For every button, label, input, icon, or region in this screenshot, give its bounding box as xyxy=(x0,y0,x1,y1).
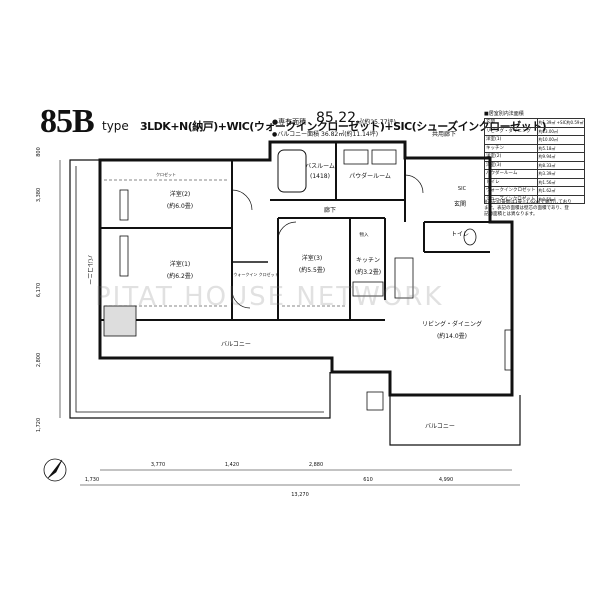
room-name-wic: ウォークイン クロゼット xyxy=(233,271,278,277)
door-swing xyxy=(277,221,297,241)
room-name-powder: パウダールーム xyxy=(349,172,391,180)
balcony-label-left: バルコニー xyxy=(86,255,93,285)
room-size-western1: (約6.2畳) xyxy=(167,272,193,280)
room-name-western2: 洋室(2) xyxy=(170,190,191,198)
dim-bottom-4: 610 xyxy=(363,477,373,483)
watermark: PITAT HOUSE NETWORK xyxy=(95,282,444,312)
legend-value: 約0.59㎡ xyxy=(536,194,586,204)
room-name-toilet: トイレ xyxy=(451,231,469,238)
toilet-fixture xyxy=(463,228,477,246)
dim-bottom-1: 3,770 xyxy=(151,462,165,468)
area-balcony: ●バルコニー面積 36.82㎡(約11.14坪) xyxy=(272,131,379,138)
area-main-label: ●専有面積 xyxy=(272,118,307,126)
bathtub xyxy=(277,149,307,193)
dim-left-4: 2,800 xyxy=(36,353,42,367)
door-swing xyxy=(231,189,253,211)
room-name-entrance: 玄関 xyxy=(454,200,466,208)
vanity xyxy=(343,149,369,165)
plan-type-title: 85B xyxy=(40,103,95,140)
balcony-label-mid: バルコニー xyxy=(221,341,251,348)
room-name-closet: クロゼット xyxy=(156,171,176,177)
room-size-bath: (1418) xyxy=(310,173,330,180)
dim-bottom-total: 13,270 xyxy=(291,492,309,498)
kitchen-counter xyxy=(352,281,384,297)
window xyxy=(366,391,384,411)
room-name-porch: 共用廊下 xyxy=(432,130,456,138)
door-swing xyxy=(231,289,251,309)
room-name-living: リビング・ダイニング xyxy=(422,320,482,328)
dim-bottom-5: 4,990 xyxy=(439,477,453,483)
room-name-bath: バスルーム xyxy=(305,163,335,170)
balcony-outline xyxy=(69,159,331,419)
legend-title: ■居室別内法面積 xyxy=(484,111,524,117)
window xyxy=(504,329,514,371)
door-swing xyxy=(404,174,424,194)
room-size-kitchen: (約3.2畳) xyxy=(355,268,381,276)
balcony-outline-right xyxy=(389,395,521,446)
legend-note: ※表記の畳数は1畳=1.62㎡で算出しております。表記の面積は壁芯の面積であり、… xyxy=(484,200,572,217)
room-size-living: (約14.0畳) xyxy=(437,332,467,340)
north-arrow xyxy=(47,459,63,479)
room-name-western3: 洋室(3) xyxy=(302,254,323,262)
room-name-storage: 物入 xyxy=(360,231,369,238)
outdoor-unit xyxy=(103,305,137,337)
dim-left-3: 6,170 xyxy=(36,283,42,297)
room-size-western2: (約6.0畳) xyxy=(167,202,193,210)
north-arrow-circle xyxy=(43,458,67,482)
dim-left-1: 800 xyxy=(36,147,42,157)
room-area-legend: ■居室別内法面積 玄関約1.39㎡ +SIC約0.59㎡ リビング・ダイニング約… xyxy=(484,110,586,204)
window xyxy=(119,189,129,221)
room-name-kitchen: キッチン xyxy=(356,257,380,264)
room-name-sic: SIC xyxy=(458,186,467,192)
balcony-rail xyxy=(75,166,324,413)
room-name-hall: 廊下 xyxy=(324,206,336,214)
dim-bottom-3: 2,880 xyxy=(309,462,323,468)
layout-code: 3LDK+N(納戸)+WIC(ウォークインクローゼット)+SIC(シューズインク… xyxy=(140,120,547,133)
room-size-western3: (約5.5畳) xyxy=(299,266,325,274)
dim-left-5: 1,720 xyxy=(36,418,42,432)
legend-table: 玄関約1.39㎡ +SIC約0.59㎡ リビング・ダイニング約23.00㎡ 洋室… xyxy=(484,118,586,204)
balcony-label-right: バルコニー xyxy=(425,423,455,430)
area-main-value: 85.22 xyxy=(316,110,357,126)
dim-bottom-left: 1,730 xyxy=(85,477,99,483)
plan-type-suffix: type xyxy=(102,119,129,133)
room-name-western1: 洋室(1) xyxy=(170,260,191,268)
dim-left-2: 3,380 xyxy=(36,188,42,202)
dim-bottom-2: 1,420 xyxy=(225,462,239,468)
exterior-wall xyxy=(98,140,514,397)
legend-row: シューズインクロゼット約0.59㎡ xyxy=(484,194,586,204)
vanity xyxy=(371,149,397,165)
window xyxy=(119,235,129,277)
kitchen-counter xyxy=(394,257,414,299)
area-main-unit: ㎡(約25.77坪) xyxy=(356,119,396,126)
